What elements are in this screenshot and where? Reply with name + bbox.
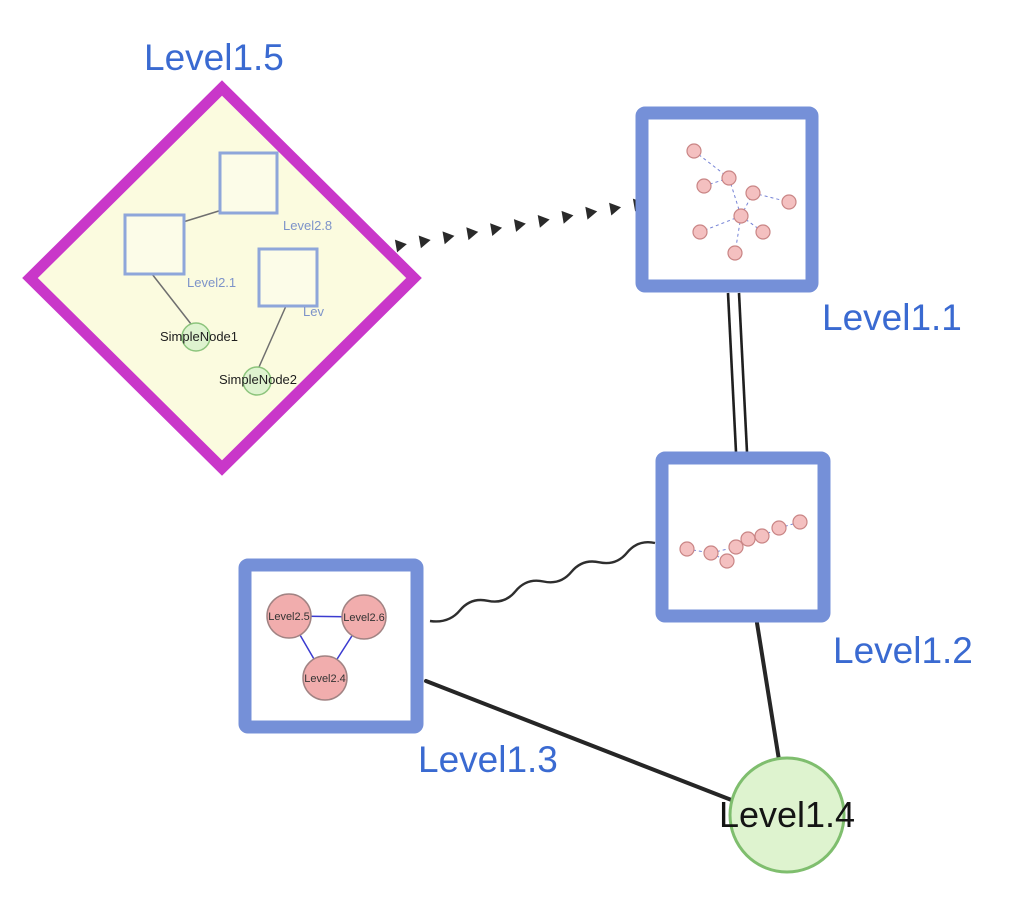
- arrowhead-dash: [418, 235, 431, 249]
- edge-level15-to-level11[interactable]: [394, 198, 645, 253]
- mini-graph-node[interactable]: [727, 245, 743, 261]
- mini-graph-node[interactable]: [733, 208, 749, 224]
- level12-label: Level1.2: [833, 630, 973, 671]
- arrowhead-dash: [609, 202, 622, 216]
- node-level21-square[interactable]: [123, 213, 186, 276]
- node-level13: Level2.5 Level2.6 Level2.4 Level1.3: [238, 558, 558, 780]
- edge-level11-level12[interactable]: [726, 292, 749, 453]
- double-line-left: [726, 292, 738, 453]
- arrowhead-dash: [490, 223, 503, 237]
- level25-label: Level2.5: [268, 611, 310, 623]
- level21-label: Level2.1: [187, 275, 236, 290]
- arrowhead-dash: [537, 214, 550, 228]
- node-level28-square[interactable]: [218, 151, 279, 215]
- arrowhead-dash: [585, 206, 598, 220]
- node-level24[interactable]: [302, 655, 348, 701]
- level11-label: Level1.1: [822, 297, 962, 338]
- mini-graph-node[interactable]: [719, 553, 735, 569]
- mini-graph-node[interactable]: [740, 531, 756, 547]
- level28-label: Level2.8: [283, 218, 332, 233]
- simplenode1-label: SimpleNode1: [160, 329, 238, 344]
- arrowhead-dash: [466, 227, 479, 241]
- mini-graph-node[interactable]: [755, 224, 771, 240]
- level15-label: Level1.5: [144, 37, 284, 78]
- mini-graph-node[interactable]: [728, 539, 744, 555]
- double-line-right: [737, 292, 749, 453]
- edge-level13-level14[interactable]: [424, 679, 736, 803]
- node-level11: Level1.1: [635, 106, 962, 338]
- level13-box-shape[interactable]: [238, 558, 424, 734]
- mini-graph-edge[interactable]: [703, 177, 730, 187]
- edge-square-a-square-b[interactable]: [182, 209, 223, 223]
- node-lev-square[interactable]: [257, 247, 319, 308]
- mini-graph-node[interactable]: [696, 178, 712, 194]
- mini-graph-node[interactable]: [792, 514, 808, 530]
- edge-square-c-simplenode2[interactable]: [258, 305, 287, 368]
- mini-graph-node[interactable]: [781, 194, 797, 210]
- arrowhead-dash: [442, 231, 455, 245]
- mini-graph-node[interactable]: [703, 545, 719, 561]
- level11-box-shape[interactable]: [635, 106, 819, 293]
- mini-graph-node[interactable]: [686, 143, 702, 159]
- node-level12: Level1.2: [655, 451, 973, 671]
- arrowhead-dash: [561, 210, 574, 224]
- level12-minigraph: [679, 514, 808, 569]
- edge-level12-level14[interactable]: [755, 621, 781, 762]
- arrowhead-dash: [394, 239, 407, 253]
- node-level15: Level2.8 Level2.1 Lev SimpleNode1 Simple…: [22, 37, 422, 476]
- mini-graph-node[interactable]: [745, 185, 761, 201]
- level24-label: Level2.4: [304, 673, 346, 685]
- mini-graph-edge[interactable]: [740, 192, 754, 217]
- mini-graph-node[interactable]: [692, 224, 708, 240]
- mini-graph-node[interactable]: [721, 170, 737, 186]
- mini-graph-edge[interactable]: [710, 546, 737, 554]
- level13-label: Level1.3: [418, 739, 558, 780]
- mini-graph-node[interactable]: [754, 528, 770, 544]
- mini-graph-node[interactable]: [679, 541, 695, 557]
- simplenode2-label: SimpleNode2: [219, 372, 297, 387]
- lev-label: Lev: [303, 304, 324, 319]
- node-level14: Level1.4: [719, 756, 855, 874]
- edge-square-b-simplenode1[interactable]: [151, 273, 192, 325]
- level11-minigraph: [686, 143, 797, 261]
- node-simplenode1[interactable]: [181, 322, 211, 352]
- mini-graph-edge[interactable]: [740, 215, 764, 233]
- node-level25[interactable]: [266, 593, 312, 639]
- level15-diamond-shape[interactable]: [22, 80, 422, 476]
- level14-circle-shape[interactable]: [728, 756, 846, 874]
- level14-label: Level1.4: [719, 794, 855, 835]
- level26-label: Level2.6: [343, 612, 385, 624]
- edge-level13-level12[interactable]: [429, 541, 656, 623]
- mini-graph-node[interactable]: [771, 520, 787, 536]
- arrowhead-dash: [513, 219, 526, 232]
- node-level26[interactable]: [341, 594, 387, 640]
- node-simplenode2[interactable]: [242, 366, 272, 396]
